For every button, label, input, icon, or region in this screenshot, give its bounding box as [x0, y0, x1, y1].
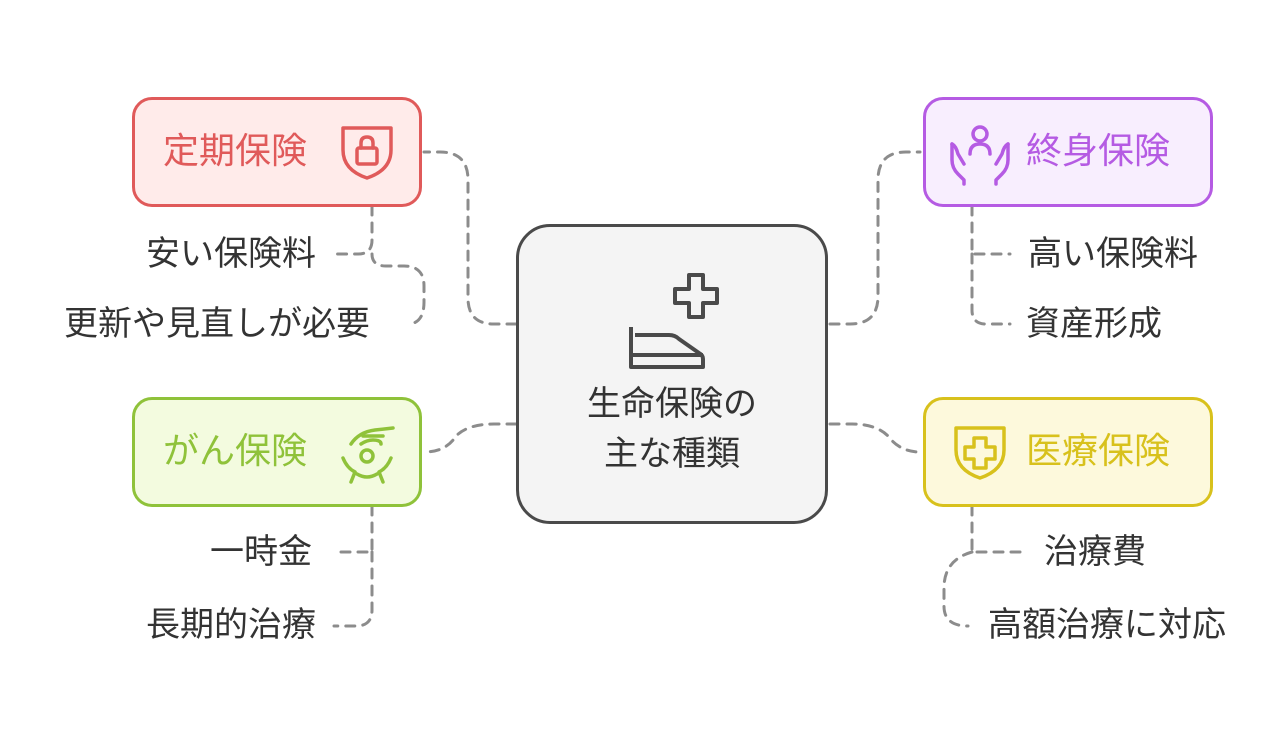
- node-medical-label: 医療保険: [1026, 431, 1171, 472]
- connector-center-term: [422, 150, 518, 326]
- leaf-whole-1: 高い保険料: [1028, 234, 1198, 274]
- leaf-term-2: 更新や見直しが必要: [64, 304, 370, 344]
- connector-cancer-leaf1: [334, 504, 374, 554]
- node-whole-life-insurance: 終身保険: [923, 97, 1213, 207]
- connector-cancer-leaf2: [332, 550, 374, 628]
- connector-term-leaf1: [334, 204, 374, 256]
- connector-medical-leaf2: [942, 550, 974, 628]
- shield-lock-icon: [341, 126, 393, 180]
- connector-whole-leaf1: [970, 204, 1012, 256]
- connector-center-cancer: [422, 422, 518, 454]
- node-cancer-insurance: がん保険: [132, 397, 422, 507]
- leaf-term-1: 安い保険料: [146, 234, 316, 274]
- leaf-cancer-1: 一時金: [210, 532, 312, 572]
- center-title-line1: 生命保険の: [587, 384, 757, 424]
- person-hands-icon: [950, 125, 1010, 186]
- leaf-medical-2: 高額治療に対応: [988, 605, 1226, 645]
- center-node: 生命保険の 主な種類: [516, 224, 828, 524]
- connector-medical-leaf1: [970, 504, 1028, 554]
- shield-plus-icon: [954, 426, 1006, 480]
- node-medical-insurance: 医療保険: [923, 397, 1213, 507]
- center-title-line2: 主な種類: [604, 434, 740, 474]
- hand-plus-icon: [629, 273, 719, 369]
- node-term-insurance: 定期保険: [132, 97, 422, 207]
- connector-center-whole: [828, 150, 922, 326]
- connector-term-leaf2: [370, 252, 426, 326]
- leaf-cancer-2: 長期的治療: [146, 605, 316, 645]
- leaf-whole-2: 資産形成: [1026, 304, 1162, 344]
- helping-hand-icon: [341, 426, 395, 484]
- node-whole-label: 終身保険: [1026, 131, 1171, 172]
- connector-whole-leaf2: [970, 252, 1012, 326]
- connector-center-medical: [828, 422, 922, 454]
- leaf-medical-1: 治療費: [1044, 532, 1146, 572]
- node-cancer-label: がん保険: [163, 431, 308, 472]
- node-term-label: 定期保険: [163, 131, 308, 172]
